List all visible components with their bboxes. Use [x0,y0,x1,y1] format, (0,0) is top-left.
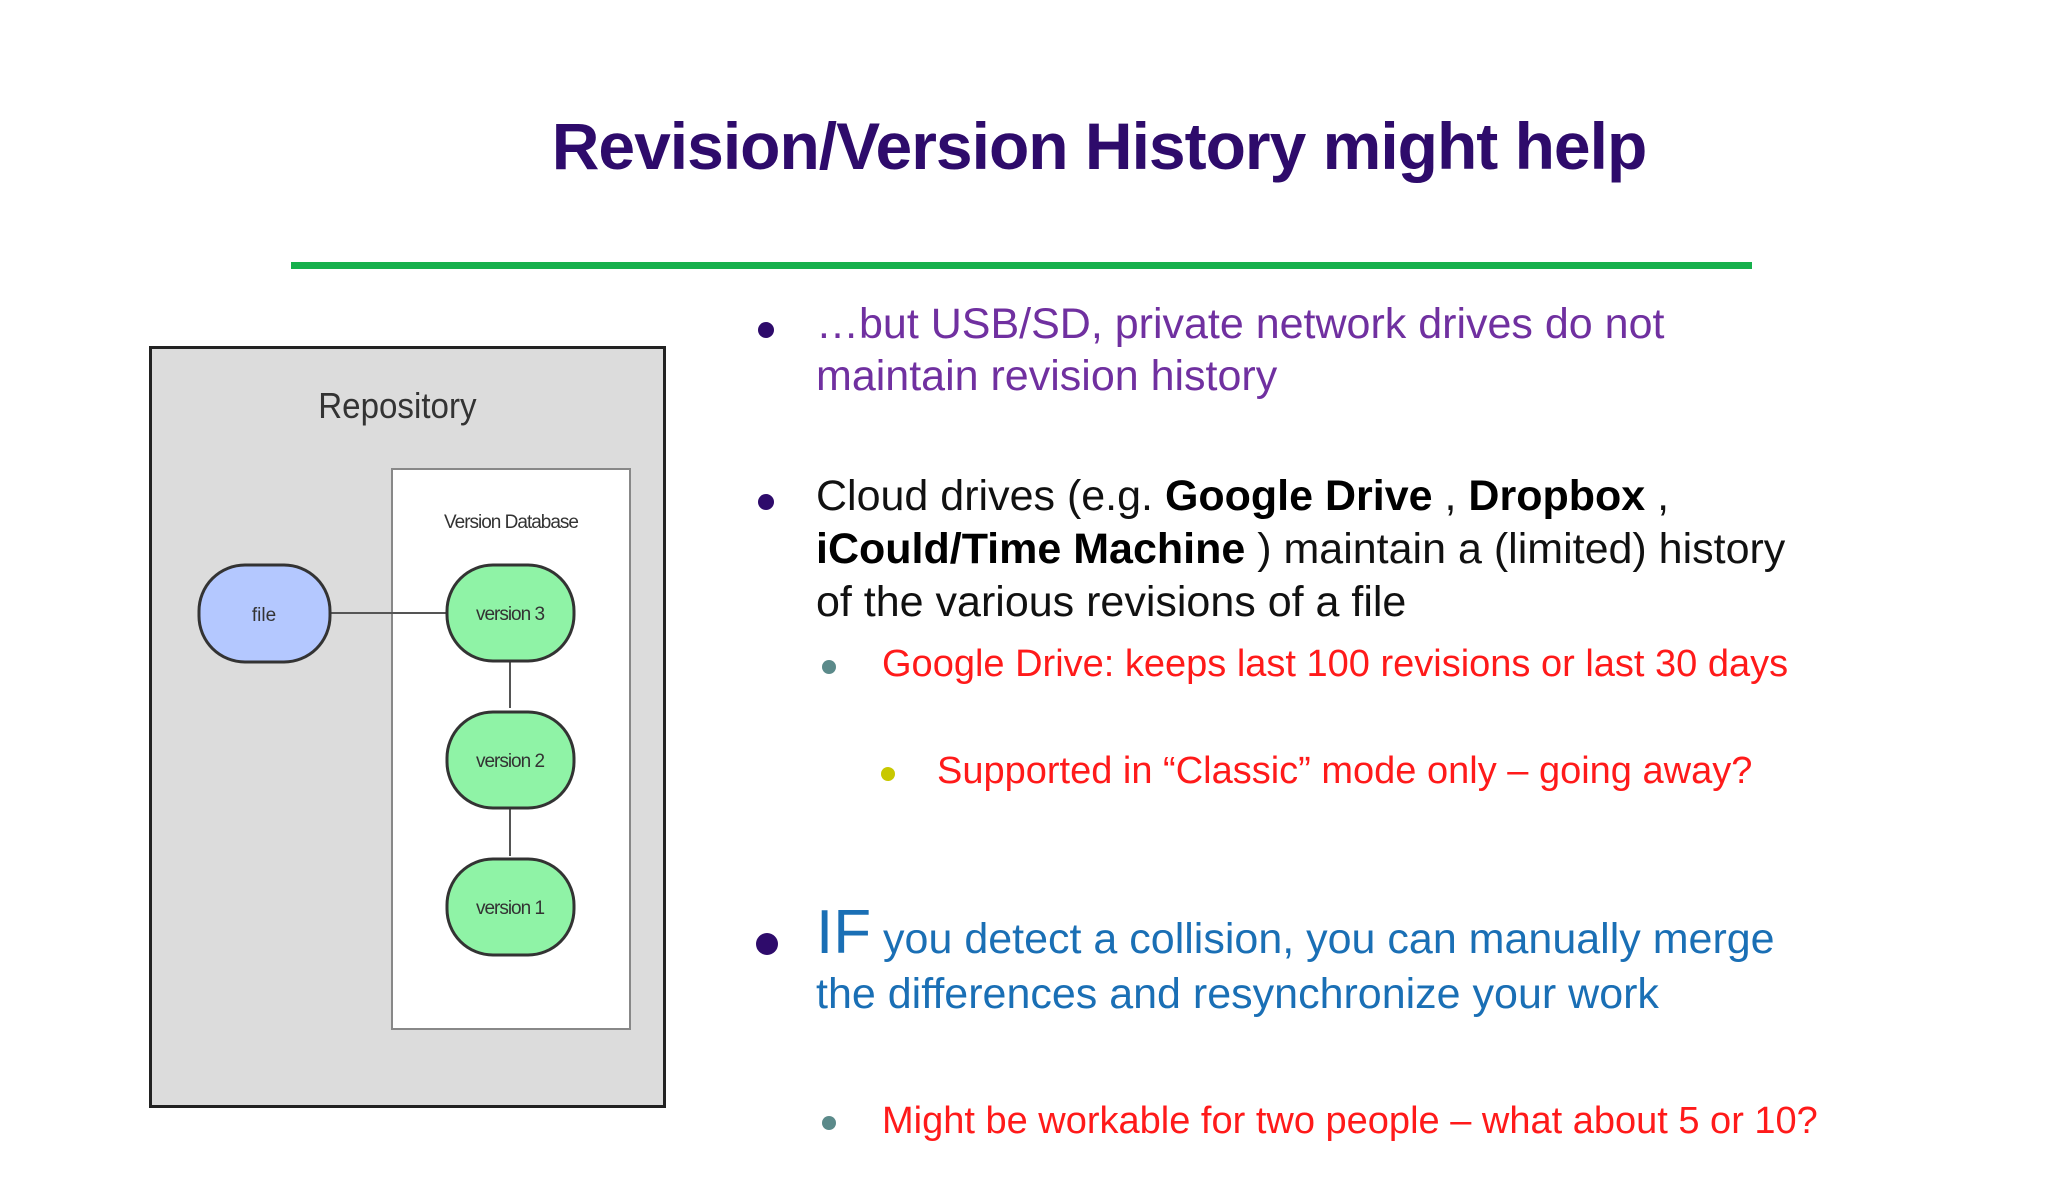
dropbox-term: Dropbox [1468,472,1646,520]
repository-diagram-svg: Repository Version Database file version… [149,346,666,1108]
cloud-drives-suffix: ) maintain a (limited) history of the va… [816,525,1786,626]
version-1-node [445,857,576,957]
sub-sub-bullet-classic-mode-text: Supported in “Classic” mode only – going… [937,750,1753,792]
sub-bullet-dot [822,660,836,674]
sub-bullet-google-drive-text: Google Drive: keeps last 100 revisions o… [882,643,1789,685]
cloud-drives-sep-2: , [1645,472,1670,520]
slide-title: Revision/Version History might help [551,109,1648,183]
google-drive-term: Google Drive [1164,472,1433,520]
sub-bullet-google-drive: Google Drive: keeps last 100 revisions o… [822,640,1822,689]
sub-bullet-workable-text: Might be workable for two people – what … [882,1100,1818,1142]
version-3-label: version 3 [476,604,545,625]
version-3-node [445,563,576,663]
icloud-term: iCould/Time Machine [816,525,1246,573]
bullet-usb-sd-text: …but USB/SD, private network drives do n… [816,300,1665,400]
file-node-label: file [252,605,276,626]
cloud-drives-sep-1: , [1432,472,1469,520]
version-database-label: Version Database [444,512,578,533]
collision-if-lead: IF [816,898,872,967]
sub-sub-bullet-classic-mode: Supported in “Classic” mode only – going… [881,747,1817,796]
version-2-node [445,710,576,810]
bullet-cloud-drives: Cloud drives (e.g. Google Drive , Dropbo… [758,470,1816,629]
title-divider [291,262,1752,269]
repository-diagram: Repository Version Database file version… [149,346,666,1108]
collision-text: you detect a collision, you can manually… [816,915,1775,1018]
bullet-dot [758,494,774,510]
bullet-collision: IF you detect a collision, you can manua… [756,902,1816,1022]
version-1-label: version 1 [476,898,545,919]
bullet-dot [758,322,774,338]
version-2-label: version 2 [476,751,545,772]
bullet-dot [756,933,778,955]
sub-sub-bullet-dot [881,767,895,781]
file-node [197,563,332,664]
repository-label: Repository [318,387,477,427]
sub-bullet-workable: Might be workable for two people – what … [822,1098,1822,1144]
sub-bullet-dot [822,1116,836,1130]
cloud-drives-prefix: Cloud drives (e.g. [816,472,1165,520]
bullet-usb-sd: …but USB/SD, private network drives do n… [758,298,1816,402]
